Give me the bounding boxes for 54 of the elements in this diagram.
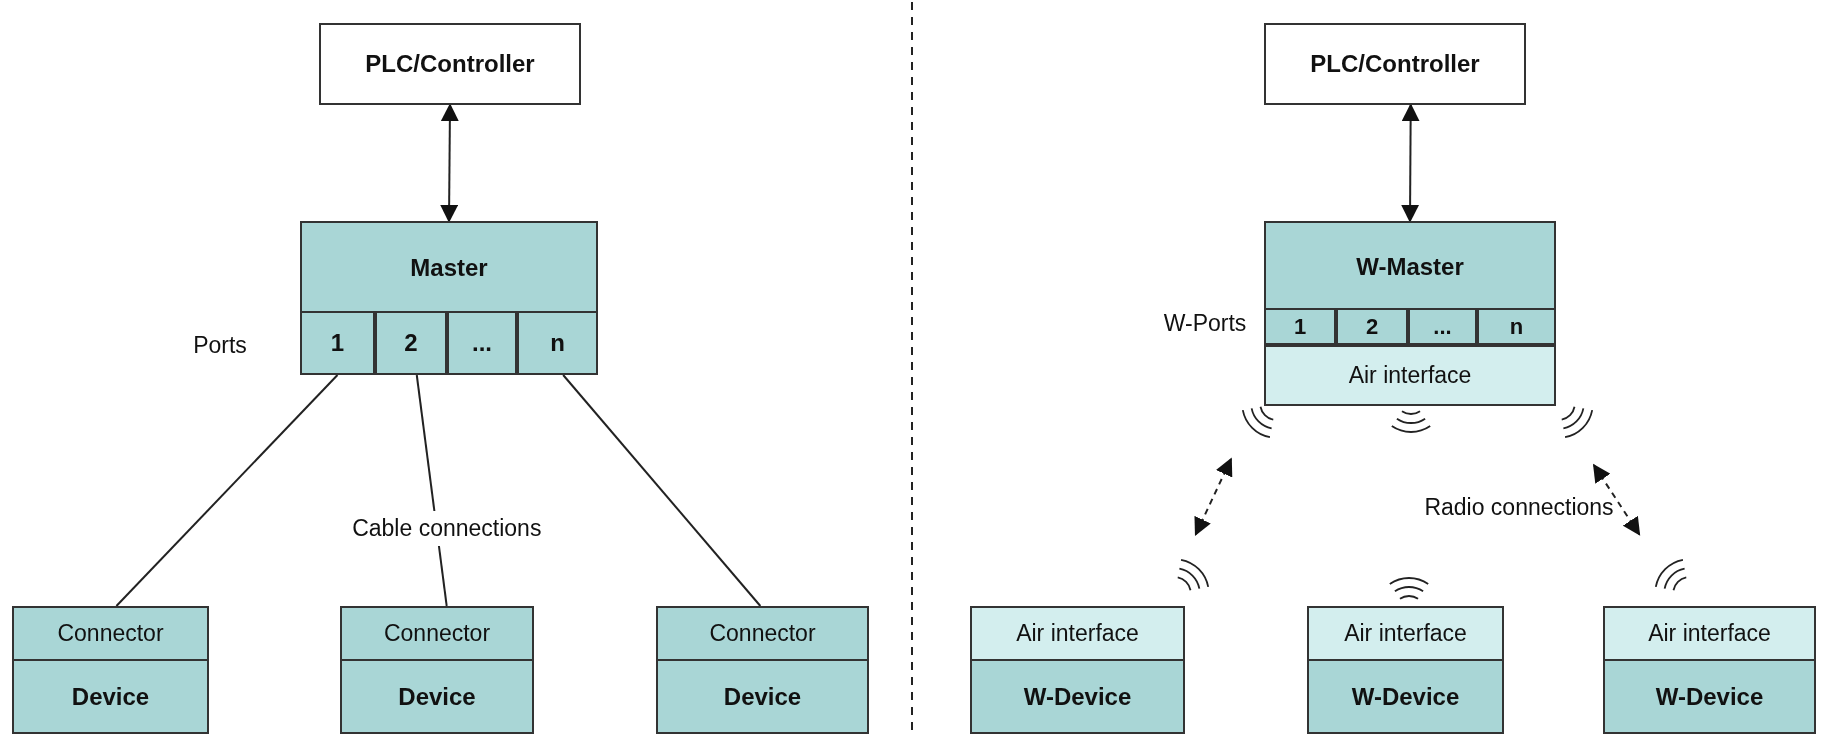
cable-line [562, 374, 762, 607]
dashed-arrow [1592, 463, 1641, 536]
device-box [1307, 606, 1504, 734]
master-box [1264, 221, 1556, 406]
controller-box [319, 23, 581, 105]
label-text: 1 [330, 329, 345, 357]
controller-box [1264, 23, 1526, 105]
port-label: W-Ports [1163, 309, 1247, 337]
port-box [447, 311, 517, 375]
label-text: PLC/Controller [1310, 50, 1480, 78]
label-text: Air interface [1348, 362, 1472, 389]
label-text: W-Device [1655, 682, 1764, 711]
label-text: Air interface [1648, 620, 1771, 647]
cable-line [115, 374, 339, 607]
label-text: Device [71, 682, 150, 711]
note-text: Radio connections [1424, 493, 1614, 521]
device-box [1603, 606, 1816, 734]
arrow [440, 103, 459, 223]
port-box [1477, 308, 1556, 345]
label-text: W-Device [1351, 682, 1460, 711]
label-text: Connector [57, 620, 164, 647]
label-text: n [550, 329, 565, 357]
port-box [1264, 308, 1336, 345]
label-text: W-Master [1356, 252, 1464, 281]
label-text: 2 [1365, 313, 1379, 340]
label-text: Connector [709, 620, 816, 647]
label-text: 2 [404, 329, 418, 357]
label-text: Air interface [1016, 620, 1139, 647]
label-text: W-Device [1023, 682, 1132, 711]
air-interface-box [1264, 345, 1556, 406]
label-text: Connector [383, 620, 491, 647]
device-box [970, 606, 1185, 734]
label-text: n [1509, 313, 1524, 340]
label-text: 1 [1293, 313, 1307, 340]
port-box [300, 311, 375, 375]
label-text: Air interface [1344, 620, 1467, 647]
label-text: PLC/Controller [365, 50, 535, 78]
label-text: Device [723, 682, 802, 711]
edge-label: Cable connections [350, 511, 544, 547]
label-text: Master [410, 254, 488, 282]
port-box [1336, 308, 1408, 345]
port-box [517, 311, 598, 375]
port-box [375, 311, 447, 375]
device-box [340, 606, 534, 734]
port-box [1408, 308, 1477, 345]
master-box [300, 221, 598, 375]
label-text: ... [472, 329, 492, 357]
device-box [12, 606, 209, 734]
label-text: Device [398, 682, 476, 711]
arrow [1401, 103, 1420, 223]
device-box [656, 606, 869, 734]
label-text: ... [1433, 313, 1452, 340]
port-label: Ports [193, 331, 247, 359]
dashed-arrow [1194, 457, 1233, 536]
